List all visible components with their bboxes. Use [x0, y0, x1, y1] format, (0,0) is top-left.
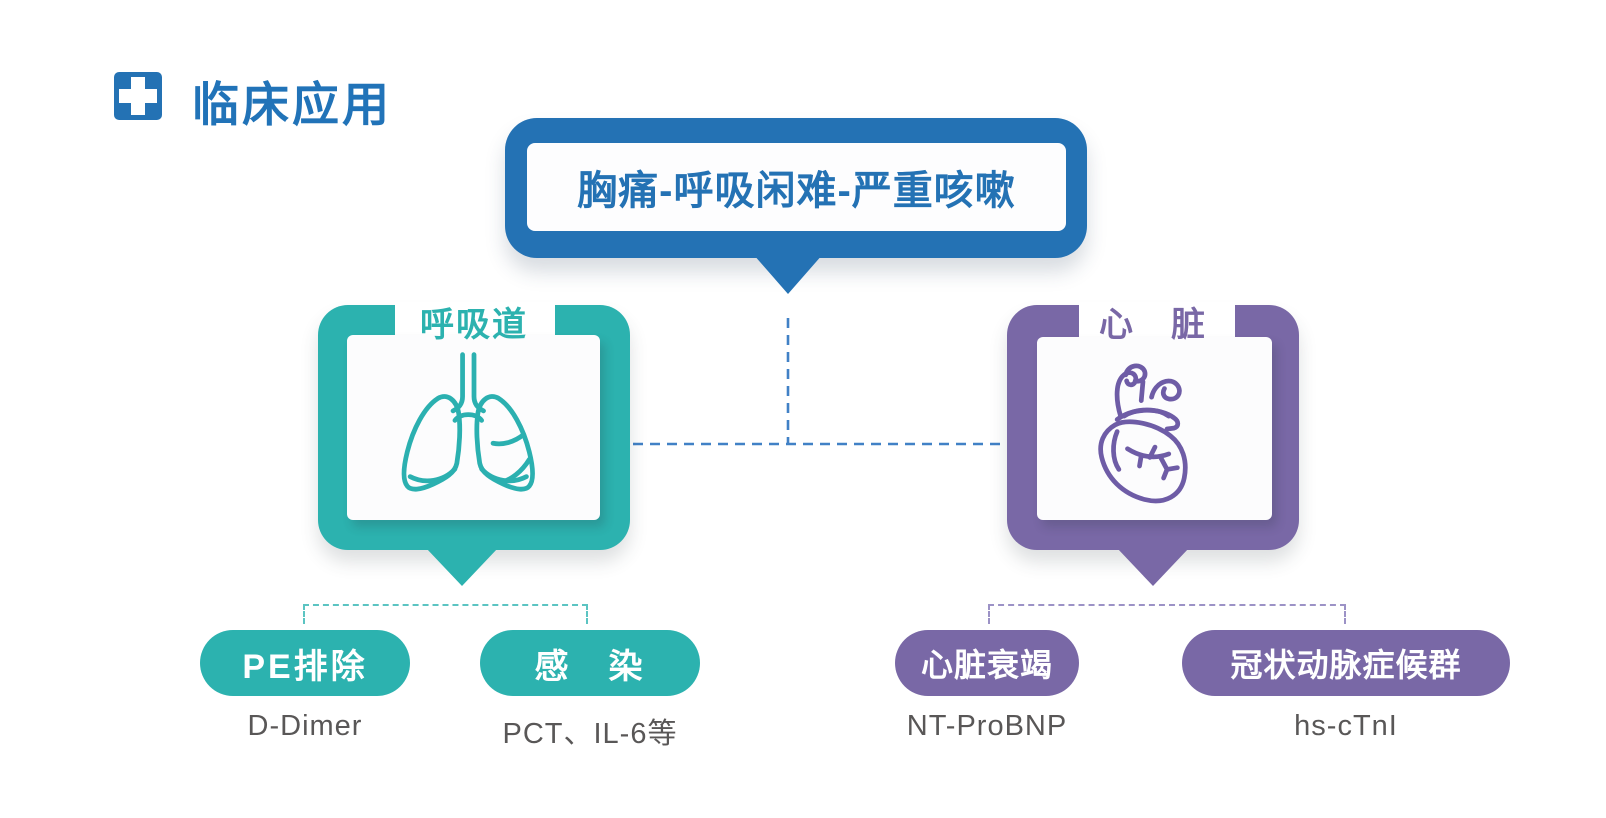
marker-pct-il6: PCT、IL-6等 — [502, 718, 678, 750]
respiratory-label: 呼吸道 — [420, 306, 528, 344]
respiratory-box: 呼吸道 — [318, 302, 630, 586]
medical-cross-icon — [114, 72, 162, 120]
pill-pe-exclusion: PE排除 — [200, 630, 410, 696]
pill-infection: 感 染 — [480, 630, 700, 696]
respiratory-frame-notch — [395, 302, 555, 338]
page-title: 临床应用 — [192, 78, 392, 131]
symptom-banner-pointer — [753, 254, 823, 294]
cardiac-label: 心 脏 — [1099, 306, 1207, 344]
cardiac-pointer — [1117, 548, 1189, 586]
cardiac-card — [1037, 337, 1272, 520]
respiratory-card — [347, 335, 600, 520]
symptom-banner: 胸痛-呼吸闲难-严重咳嗽 — [505, 118, 1087, 258]
pill-coronary-syndrome: 冠状动脉症候群 — [1182, 630, 1510, 696]
symptom-banner-text: 胸痛-呼吸闲难-严重咳嗽 — [577, 169, 1016, 213]
respiratory-pointer — [426, 548, 498, 586]
marker-d-dimer: D-Dimer — [247, 710, 363, 742]
cardiac-box: 心 脏 — [1007, 302, 1299, 586]
respiratory-bracket — [303, 604, 588, 624]
heart-icon — [1097, 363, 1188, 503]
cross-horizontal-bar — [119, 89, 157, 103]
cardiac-frame-notch — [1079, 302, 1235, 338]
cardiac-bracket — [988, 604, 1346, 624]
marker-nt-probnp: NT-ProBNP — [906, 710, 1068, 742]
symptom-banner-inner: 胸痛-呼吸闲难-严重咳嗽 — [527, 143, 1066, 231]
lungs-icon — [401, 351, 535, 492]
pill-heart-failure: 心脏衰竭 — [895, 630, 1079, 696]
marker-hs-ctni: hs-cTnI — [1294, 710, 1398, 742]
